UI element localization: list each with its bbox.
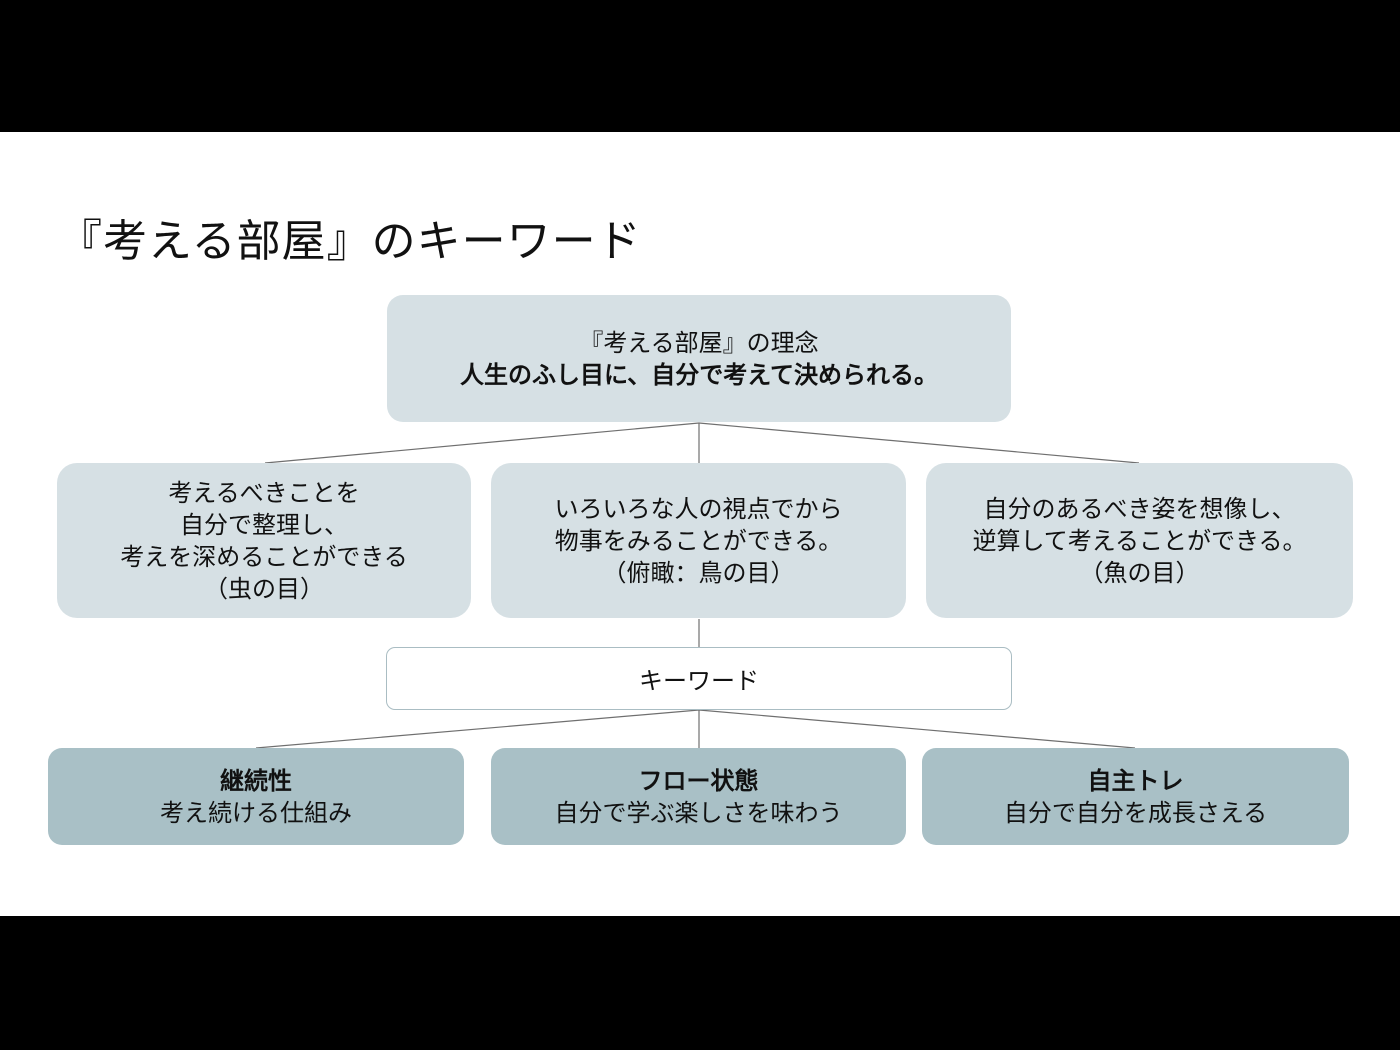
connector-top-right	[698, 422, 1140, 464]
slide-title: 『考える部屋』のキーワード	[58, 216, 642, 267]
keyword-title: 自主トレ	[1087, 766, 1184, 795]
connector-top-left	[264, 422, 700, 464]
perspective-box-bird-eye: いろいろな人の視点でから 物事をみることができる。 （俯瞰：鳥の目）	[491, 463, 906, 618]
concept-heading: 『考える部屋』の理念	[579, 328, 819, 357]
keyword-label-box: キーワード	[386, 647, 1012, 710]
keyword-box-continuity: 継続性 考え続ける仕組み	[48, 748, 464, 845]
perspective-line: （俯瞰：鳥の目）	[602, 558, 795, 587]
perspective-line: 自分のあるべき姿を想像し、	[983, 494, 1296, 523]
perspective-box-bug-eye: 考えるべきことを 自分で整理し、 考えを深めることができる （虫の目）	[57, 463, 471, 618]
perspective-line: 逆算して考えることができる。	[972, 526, 1307, 555]
connector-keyword-left	[255, 709, 700, 749]
keyword-description: 考え続ける仕組み	[160, 798, 352, 827]
keyword-box-self-training: 自主トレ 自分で自分を成長さえる	[922, 748, 1349, 845]
keyword-box-flow-state: フロー状態 自分で学ぶ楽しさを味わう	[491, 748, 906, 845]
keyword-title: 継続性	[220, 766, 292, 795]
perspective-line: 考えるべきことを	[168, 478, 360, 507]
perspective-line: 物事をみることができる。	[554, 526, 843, 555]
perspective-line: 自分で整理し、	[180, 510, 348, 539]
keyword-title: フロー状態	[638, 766, 759, 795]
perspective-line: （虫の目）	[204, 574, 324, 603]
perspective-line: いろいろな人の視点でから	[554, 494, 843, 523]
keyword-description: 自分で自分を成長さえる	[1003, 798, 1268, 827]
concept-statement: 人生のふし目に、自分で考えて決められる。	[459, 360, 939, 389]
slide: 『考える部屋』のキーワード 『考える部屋』の理念 人生のふし目に、自分で考えて決…	[0, 132, 1400, 916]
keyword-description: 自分で学ぶ楽しさを味わう	[554, 798, 843, 827]
perspective-box-fish-eye: 自分のあるべき姿を想像し、 逆算して考えることができる。 （魚の目）	[926, 463, 1353, 618]
perspective-line: 考えを深めることができる	[120, 542, 408, 571]
keyword-label: キーワード	[639, 667, 759, 695]
perspective-line: （魚の目）	[1079, 558, 1200, 587]
connector-lines	[255, 422, 1140, 749]
connector-keyword-right	[698, 709, 1136, 749]
concept-box: 『考える部屋』の理念 人生のふし目に、自分で考えて決められる。	[387, 295, 1011, 422]
